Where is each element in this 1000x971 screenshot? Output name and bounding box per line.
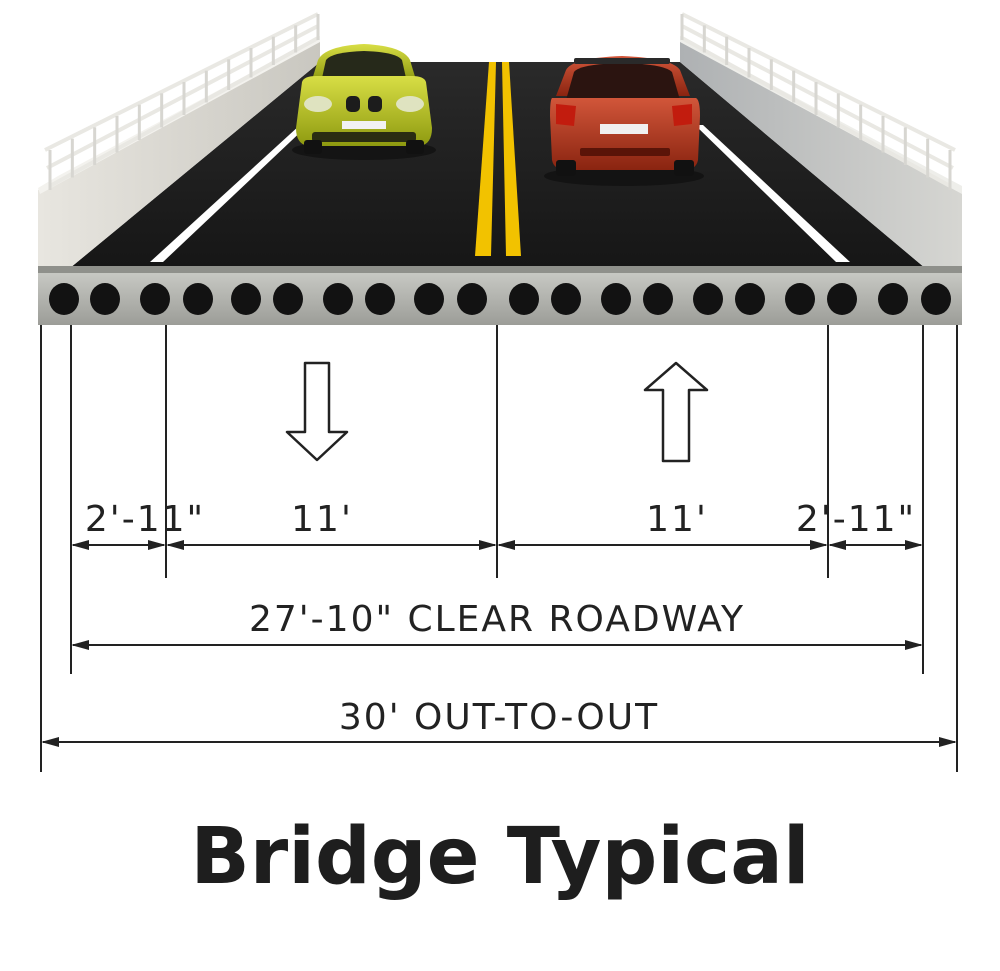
deck-slab — [38, 266, 962, 325]
right-barrier — [680, 12, 962, 268]
left-barrier — [38, 12, 320, 268]
deck-void — [231, 283, 261, 315]
deck-wearing-surface — [38, 266, 962, 274]
deck-void — [785, 283, 815, 315]
deck-void — [414, 283, 444, 315]
right-shoulder-dimension-line — [828, 540, 923, 550]
deck-void — [183, 283, 213, 315]
deck-void — [273, 283, 303, 315]
dimension-lines — [41, 540, 957, 747]
left-car — [292, 44, 436, 160]
clear-roadway-dimension: 27'-10" CLEAR ROADWAY — [249, 599, 745, 640]
left-shoulder-dimension-line — [71, 540, 166, 550]
deck-voids — [49, 283, 951, 315]
road-surface — [70, 62, 925, 268]
right-lane-dimension: 11' — [646, 499, 708, 540]
deck-void — [509, 283, 539, 315]
right-car — [544, 56, 704, 186]
deck-void — [49, 283, 79, 315]
right-lane-dimension-line — [497, 540, 828, 550]
left-lane-dimension-line — [166, 540, 497, 550]
right-shoulder-dimension: 2'-11" — [796, 499, 916, 540]
out-to-out-dimension: 30' OUT-TO-OUT — [339, 697, 659, 738]
arrow-up-icon — [643, 361, 709, 463]
deck-void — [921, 283, 951, 315]
deck-void — [878, 283, 908, 315]
deck-void — [457, 283, 487, 315]
left-lane-dimension: 11' — [291, 499, 353, 540]
left-railing-posts — [48, 14, 320, 190]
diagram-title: Bridge Typical — [190, 812, 809, 902]
right-edge-line — [695, 125, 850, 262]
deck-void — [693, 283, 723, 315]
deck-void — [90, 283, 120, 315]
left-shoulder-dimension: 2'-11" — [85, 499, 205, 540]
deck-void — [323, 283, 353, 315]
deck-void — [140, 283, 170, 315]
arrow-down-icon — [285, 361, 349, 462]
deck-concrete — [38, 273, 962, 325]
right-barrier-wall — [680, 40, 962, 268]
deck-void — [827, 283, 857, 315]
deck-void — [643, 283, 673, 315]
extension-lines — [40, 325, 958, 772]
deck-void — [601, 283, 631, 315]
right-railing-posts — [680, 14, 952, 190]
deck-void — [551, 283, 581, 315]
deck-void — [365, 283, 395, 315]
clear-roadway-dimension-line — [71, 640, 923, 650]
asphalt — [70, 62, 925, 268]
out-to-out-dimension-line — [41, 737, 957, 747]
left-edge-line — [150, 125, 308, 262]
left-barrier-wall — [38, 40, 320, 268]
center-line-left — [475, 62, 496, 256]
center-line-right — [502, 62, 521, 256]
deck-void — [735, 283, 765, 315]
